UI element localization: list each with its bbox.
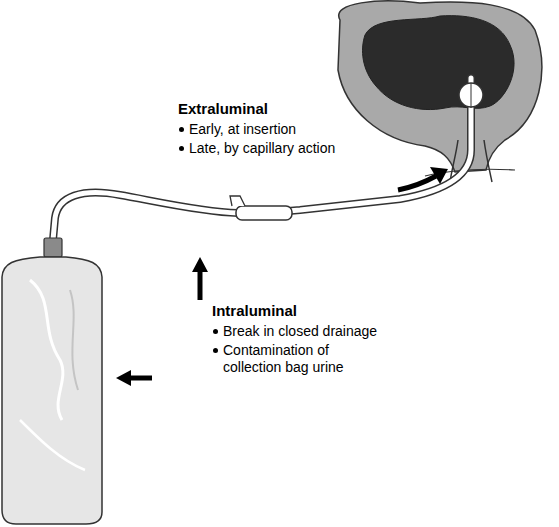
route-note: Late, by capillary action	[189, 140, 335, 156]
catheter-tube	[471, 83, 472, 108]
bag-fold	[20, 420, 85, 470]
entry-arrow	[198, 270, 203, 300]
route-heading-holder: Intraluminal	[212, 302, 382, 319]
route-note-holder: Early, at insertion	[178, 121, 359, 138]
collection-bag	[2, 257, 102, 524]
urethra-wall	[484, 140, 492, 182]
bag-fold	[30, 280, 63, 420]
route-note-holder: Late, by capillary action	[178, 140, 389, 157]
bag-fold	[70, 290, 78, 390]
route-note: Break in closed drainage	[223, 323, 377, 339]
entry-arrow	[116, 370, 131, 386]
tube-connector	[236, 206, 292, 220]
bag-cap	[44, 238, 62, 257]
entry-arrow	[398, 176, 436, 190]
entry-arrow	[192, 257, 208, 272]
route-note-holder: Contamination of collection bag urine	[212, 342, 363, 376]
route-heading-holder: Extraluminal	[178, 100, 348, 117]
route-note: Early, at insertion	[189, 121, 296, 137]
entry-arrow	[430, 167, 448, 184]
route-note: Contamination of collection bag urine	[223, 342, 344, 375]
drainage-tube	[53, 193, 238, 240]
bladder-lumen	[363, 16, 515, 110]
entry-arrow	[128, 376, 152, 381]
route-note-holder: Break in closed drainage	[212, 323, 423, 340]
catheter-balloon	[459, 83, 483, 107]
bladder-wall	[338, 1, 542, 172]
route-heading: Intraluminal	[212, 302, 297, 319]
sampling-port	[230, 196, 245, 206]
route-heading: Extraluminal	[178, 100, 268, 117]
drainage-tube	[53, 193, 238, 240]
